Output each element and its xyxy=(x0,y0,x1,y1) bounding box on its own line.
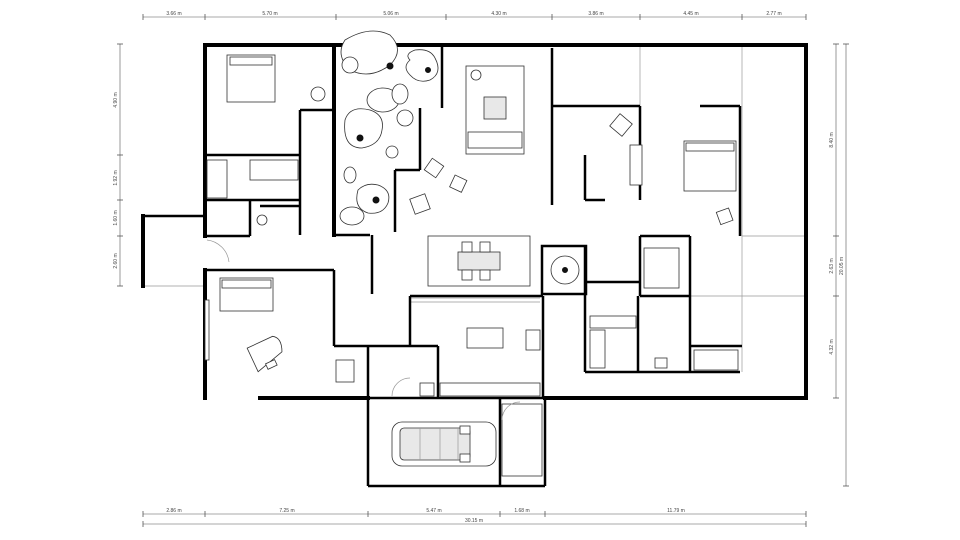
bathtub-icon xyxy=(206,159,228,199)
desk-icon xyxy=(335,359,355,383)
right-dim-3: 4.32 m xyxy=(829,339,835,354)
top-dim-2: 5.70 m xyxy=(262,11,277,17)
shower-icon xyxy=(693,349,739,371)
top-dim-5: 3.86 m xyxy=(588,11,603,17)
bottom-dim-5: 11.79 m xyxy=(667,508,685,514)
tree-canopy-icon xyxy=(405,49,439,82)
vanity-icon xyxy=(249,159,299,181)
bedroom-2-furniture xyxy=(204,277,355,383)
top-dim-1: 3.66 m xyxy=(166,11,181,17)
armchair-icon xyxy=(609,113,633,137)
right-dim-1: 8.40 m xyxy=(829,132,835,147)
tree-canopy-icon xyxy=(344,108,383,149)
dining-area xyxy=(427,235,531,287)
kitchen-furniture xyxy=(391,327,541,397)
door-swing-icon xyxy=(206,239,230,263)
fridge-icon xyxy=(419,382,435,397)
left-dimension-line: 4.90 m 1.92 m 1.60 m 2.60 m xyxy=(113,43,123,287)
top-dim-7: 2.77 m xyxy=(766,11,781,17)
interior-hairlines xyxy=(145,46,804,372)
bottom-dimension-line: 2.86 m 7.25 m 5.47 m 1.68 m 11.79 m 30.1… xyxy=(142,508,807,527)
right-dim-total: 20.05 m xyxy=(839,257,845,275)
plant-icon xyxy=(385,145,399,159)
bathtub-icon xyxy=(589,329,606,369)
armchair-icon xyxy=(423,157,445,179)
sofa-icon xyxy=(467,131,523,149)
sink-icon xyxy=(643,247,680,289)
closet-icon xyxy=(204,299,210,361)
bedroom-1-furniture xyxy=(206,54,299,263)
top-dim-3: 5.06 m xyxy=(383,11,398,17)
vanity-icon xyxy=(589,315,637,329)
lamp-icon xyxy=(470,69,482,81)
right-wing-bath xyxy=(589,247,739,371)
bedroom-3-furniture xyxy=(609,113,737,226)
armchair-icon xyxy=(715,207,734,226)
bottom-dim-3: 5.47 m xyxy=(426,508,441,514)
coffee-table-icon xyxy=(483,96,507,120)
top-dimension-line: 3.66 m 5.70 m 5.06 m 4.30 m 3.86 m 4.45 … xyxy=(142,11,807,20)
plant-icon xyxy=(341,56,359,74)
stepping-stone-icon xyxy=(343,166,357,184)
countertop-icon xyxy=(439,382,541,397)
cabinet-icon xyxy=(525,329,541,351)
dresser-icon xyxy=(629,144,643,186)
toilet-icon xyxy=(256,214,268,226)
bottom-dim-total: 30.15 m xyxy=(465,518,483,524)
bottom-dim-2: 7.25 m xyxy=(279,508,294,514)
top-dim-6: 4.45 m xyxy=(683,11,698,17)
bottom-dim-1: 2.86 m xyxy=(166,508,181,514)
armchair-icon xyxy=(409,193,431,215)
left-dim-1: 4.90 m xyxy=(113,92,119,107)
door-swing-icon xyxy=(391,377,411,397)
plant-icon xyxy=(396,109,414,127)
bottom-dim-4: 1.68 m xyxy=(514,508,529,514)
living-room-furniture xyxy=(409,65,525,215)
toilet-icon xyxy=(654,357,668,369)
right-dim-2: 2.63 m xyxy=(829,258,835,273)
left-dim-3: 1.60 m xyxy=(113,210,119,225)
left-dim-4: 2.60 m xyxy=(113,253,119,268)
dining-table-icon xyxy=(457,251,501,271)
top-dim-4: 4.30 m xyxy=(491,11,506,17)
grand-piano-icon xyxy=(246,335,283,373)
plant-icon xyxy=(310,86,326,102)
garage-storage xyxy=(501,401,543,477)
boulder-icon xyxy=(391,83,409,105)
armchair-icon xyxy=(449,174,468,193)
shrub-icon xyxy=(339,206,365,226)
kitchen-island-icon xyxy=(466,327,504,349)
interior-walls xyxy=(141,46,742,488)
courtyard-garden xyxy=(310,30,580,285)
left-dim-2: 1.92 m xyxy=(113,170,119,185)
car-icon xyxy=(391,421,497,467)
right-dimension-line: 8.40 m 2.63 m 4.32 m 20.05 m xyxy=(829,43,849,487)
